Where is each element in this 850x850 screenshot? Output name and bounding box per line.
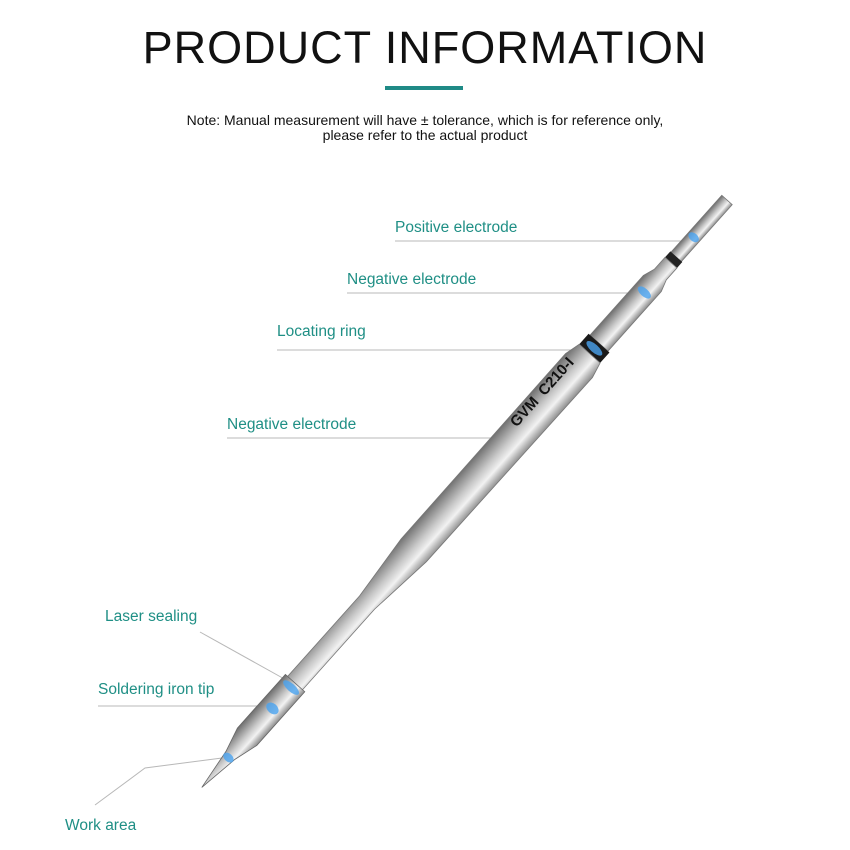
negative-sleeve — [589, 256, 678, 352]
leader-laser-sealing — [199, 631, 289, 682]
soldering-tip: GVM C210-I — [201, 194, 733, 788]
label-laser-sealing: Laser sealing — [105, 608, 198, 625]
marker-negative-1 — [637, 286, 651, 299]
marker-work-area — [223, 752, 234, 763]
leader-lines — [94, 240, 700, 806]
label-soldering-iron-tip: Soldering iron tip — [98, 681, 215, 698]
marker-locating-ring — [586, 341, 603, 356]
label-positive-electrode: Positive electrode — [395, 219, 518, 236]
markers — [223, 232, 699, 763]
insulator-ring — [665, 251, 683, 268]
positive-rod — [669, 194, 733, 264]
title-underline — [385, 86, 463, 90]
tolerance-note: Note: Manual measurement will have ± tol… — [0, 113, 850, 143]
leader-work-area — [94, 757, 223, 806]
marker-iron-tip — [266, 702, 279, 715]
marker-positive — [688, 232, 699, 243]
marker-laser-sealing — [283, 680, 300, 695]
label-negative-electrode-2: Negative electrode — [227, 416, 357, 433]
label-work-area: Work area — [65, 817, 137, 834]
note-line-2: please refer to the actual product — [322, 127, 528, 143]
main-body — [285, 343, 601, 692]
note-line-1: Note: Manual measurement will have ± tol… — [186, 112, 664, 128]
page-title: PRODUCT INFORMATION — [142, 22, 708, 73]
label-locating-ring: Locating ring — [277, 323, 366, 340]
label-negative-electrode-1: Negative electrode — [347, 271, 477, 288]
